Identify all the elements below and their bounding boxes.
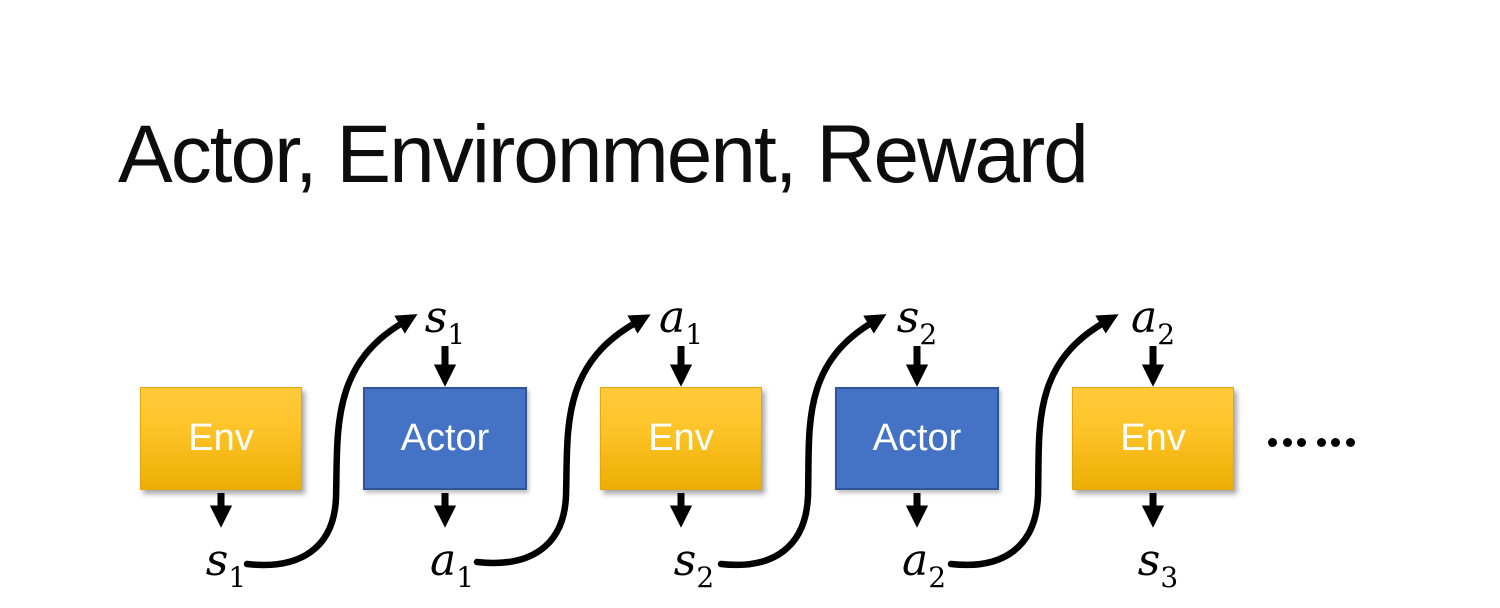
env-box-3: Env [1072,387,1234,490]
ellipsis-dot [1268,438,1277,447]
action-sub: 2 [928,561,947,594]
label-s2-bottom: s2 [634,535,754,595]
actor-box-label: Actor [872,417,962,459]
ellipsis-dot [1297,438,1306,447]
actor-box-2: Actor [835,387,999,490]
state-var: s [896,292,920,343]
action-var: a [429,535,457,586]
state-sub: 1 [228,561,247,594]
label-a1-top: a1 [621,292,741,352]
env-box-1: Env [140,387,302,490]
state-var: s [673,535,697,586]
ellipsis [1268,438,1360,447]
ellipsis-dot [1331,438,1340,447]
label-a2-top: a2 [1093,292,1213,352]
action-sub: 1 [456,561,475,594]
slide-title: Actor, Environment, Reward [118,109,1089,200]
env-box-2: Env [600,387,762,490]
label-s2-top: s2 [857,292,977,352]
state-var: s [205,535,229,586]
action-var: a [658,292,686,343]
action-var: a [1130,292,1158,343]
env-box-label: Env [188,417,254,459]
env-box-label: Env [1120,417,1186,459]
state-sub: 3 [1160,561,1179,594]
action-sub: 2 [1157,318,1176,351]
label-a2-bottom: a2 [864,535,984,595]
action-sub: 1 [685,318,704,351]
state-sub: 2 [919,318,938,351]
label-s1-top: s1 [385,292,505,352]
state-var: s [424,292,448,343]
state-sub: 1 [447,318,466,351]
label-s3-bottom: s3 [1098,535,1218,595]
label-a1-bottom: a1 [392,535,512,595]
ellipsis-dot [1282,438,1292,447]
actor-box-1: Actor [363,387,527,490]
env-box-label: Env [648,417,714,459]
state-sub: 2 [696,561,715,594]
action-var: a [901,535,929,586]
label-s1-bottom: s1 [166,535,286,595]
ellipsis-dot [1345,438,1355,447]
ellipsis-dot [1316,438,1326,447]
actor-box-label: Actor [400,417,490,459]
state-var: s [1137,535,1161,586]
